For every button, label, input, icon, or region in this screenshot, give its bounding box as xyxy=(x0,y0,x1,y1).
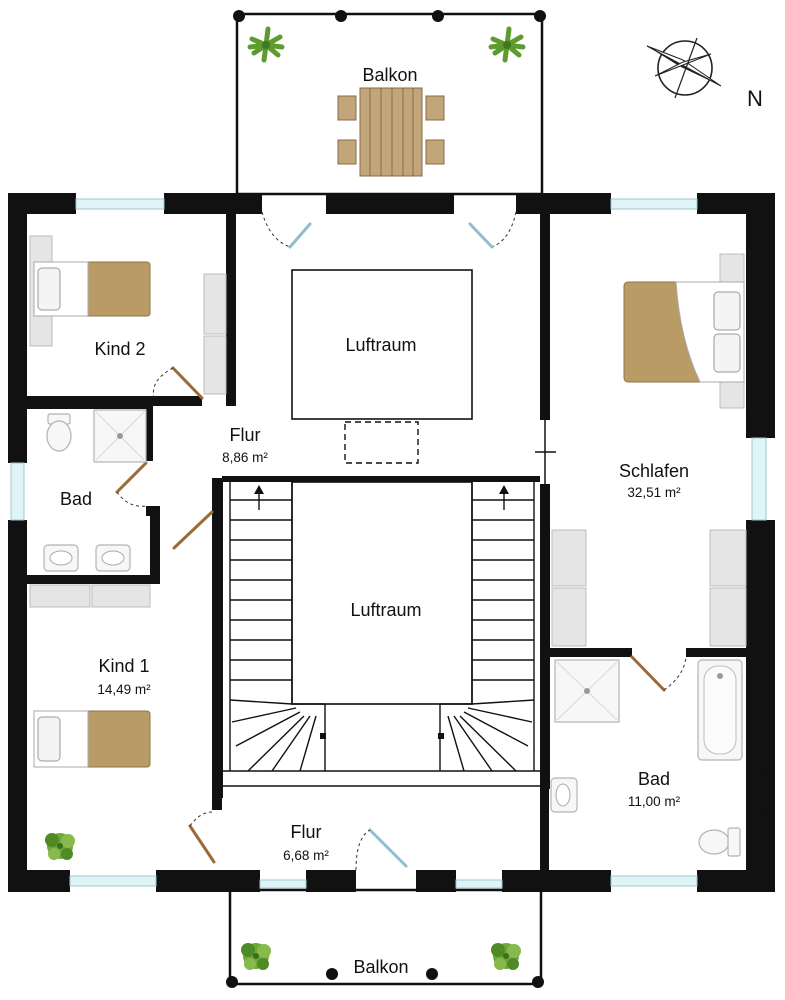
room-area-flur-top: 8,86 m² xyxy=(222,450,268,465)
plant-icon xyxy=(247,26,285,63)
dining-table-icon xyxy=(337,87,445,177)
balcony-top: Balkon xyxy=(233,10,546,196)
room-label-schlafen: Schlafen xyxy=(619,461,689,481)
room-label-flur-bottom: Flur xyxy=(291,822,322,842)
room-kind2: Kind 2 xyxy=(29,235,227,395)
room-label-kind1: Kind 1 xyxy=(98,656,149,676)
room-area-bad-right: 11,00 m² xyxy=(628,794,681,809)
room-label-kind2: Kind 2 xyxy=(94,339,145,359)
room-label-luftraum-top: Luftraum xyxy=(345,335,416,355)
room-label-luftraum-center: Luftraum xyxy=(350,600,421,620)
room-label-bad-left: Bad xyxy=(60,489,92,509)
bed-icon xyxy=(33,261,151,317)
watermark-text: McGrundriss xyxy=(756,764,767,821)
room-area-flur-bottom: 6,68 m² xyxy=(283,848,329,863)
room-kind1: Kind 1 14,49 m² xyxy=(29,584,151,860)
bed-icon xyxy=(623,281,745,383)
void-top xyxy=(291,269,473,420)
room-area-schlafen: 32,51 m² xyxy=(627,485,681,500)
windows xyxy=(10,198,767,889)
plant-icon xyxy=(45,833,75,860)
room-label-bad-right: Bad xyxy=(638,769,670,789)
toilet-icon xyxy=(698,827,741,857)
walls xyxy=(8,193,775,892)
toilet-icon xyxy=(46,413,72,452)
plant-icon xyxy=(488,26,526,63)
room-label-balkon-top: Balkon xyxy=(362,65,417,85)
room-schlafen: Schlafen 32,51 m² xyxy=(551,253,747,647)
plant-icon xyxy=(241,943,271,970)
void-marker xyxy=(344,421,419,464)
compass-north-label: N xyxy=(747,86,763,111)
room-label-flur-top: Flur xyxy=(230,425,261,445)
room-bad-left: Bad xyxy=(43,409,147,572)
staircase: Luftraum xyxy=(222,476,540,787)
bathtub-icon xyxy=(697,659,743,761)
bed-icon xyxy=(33,710,151,768)
compass-rose-icon xyxy=(646,37,722,99)
room-area-kind1: 14,49 m² xyxy=(97,682,151,697)
room-label-balkon-bottom: Balkon xyxy=(353,957,408,977)
plant-icon xyxy=(491,943,521,970)
balcony-bottom: Balkon xyxy=(226,888,544,988)
room-bad-right: Bad 11,00 m² McGrundriss xyxy=(550,659,767,857)
doors xyxy=(115,211,687,871)
